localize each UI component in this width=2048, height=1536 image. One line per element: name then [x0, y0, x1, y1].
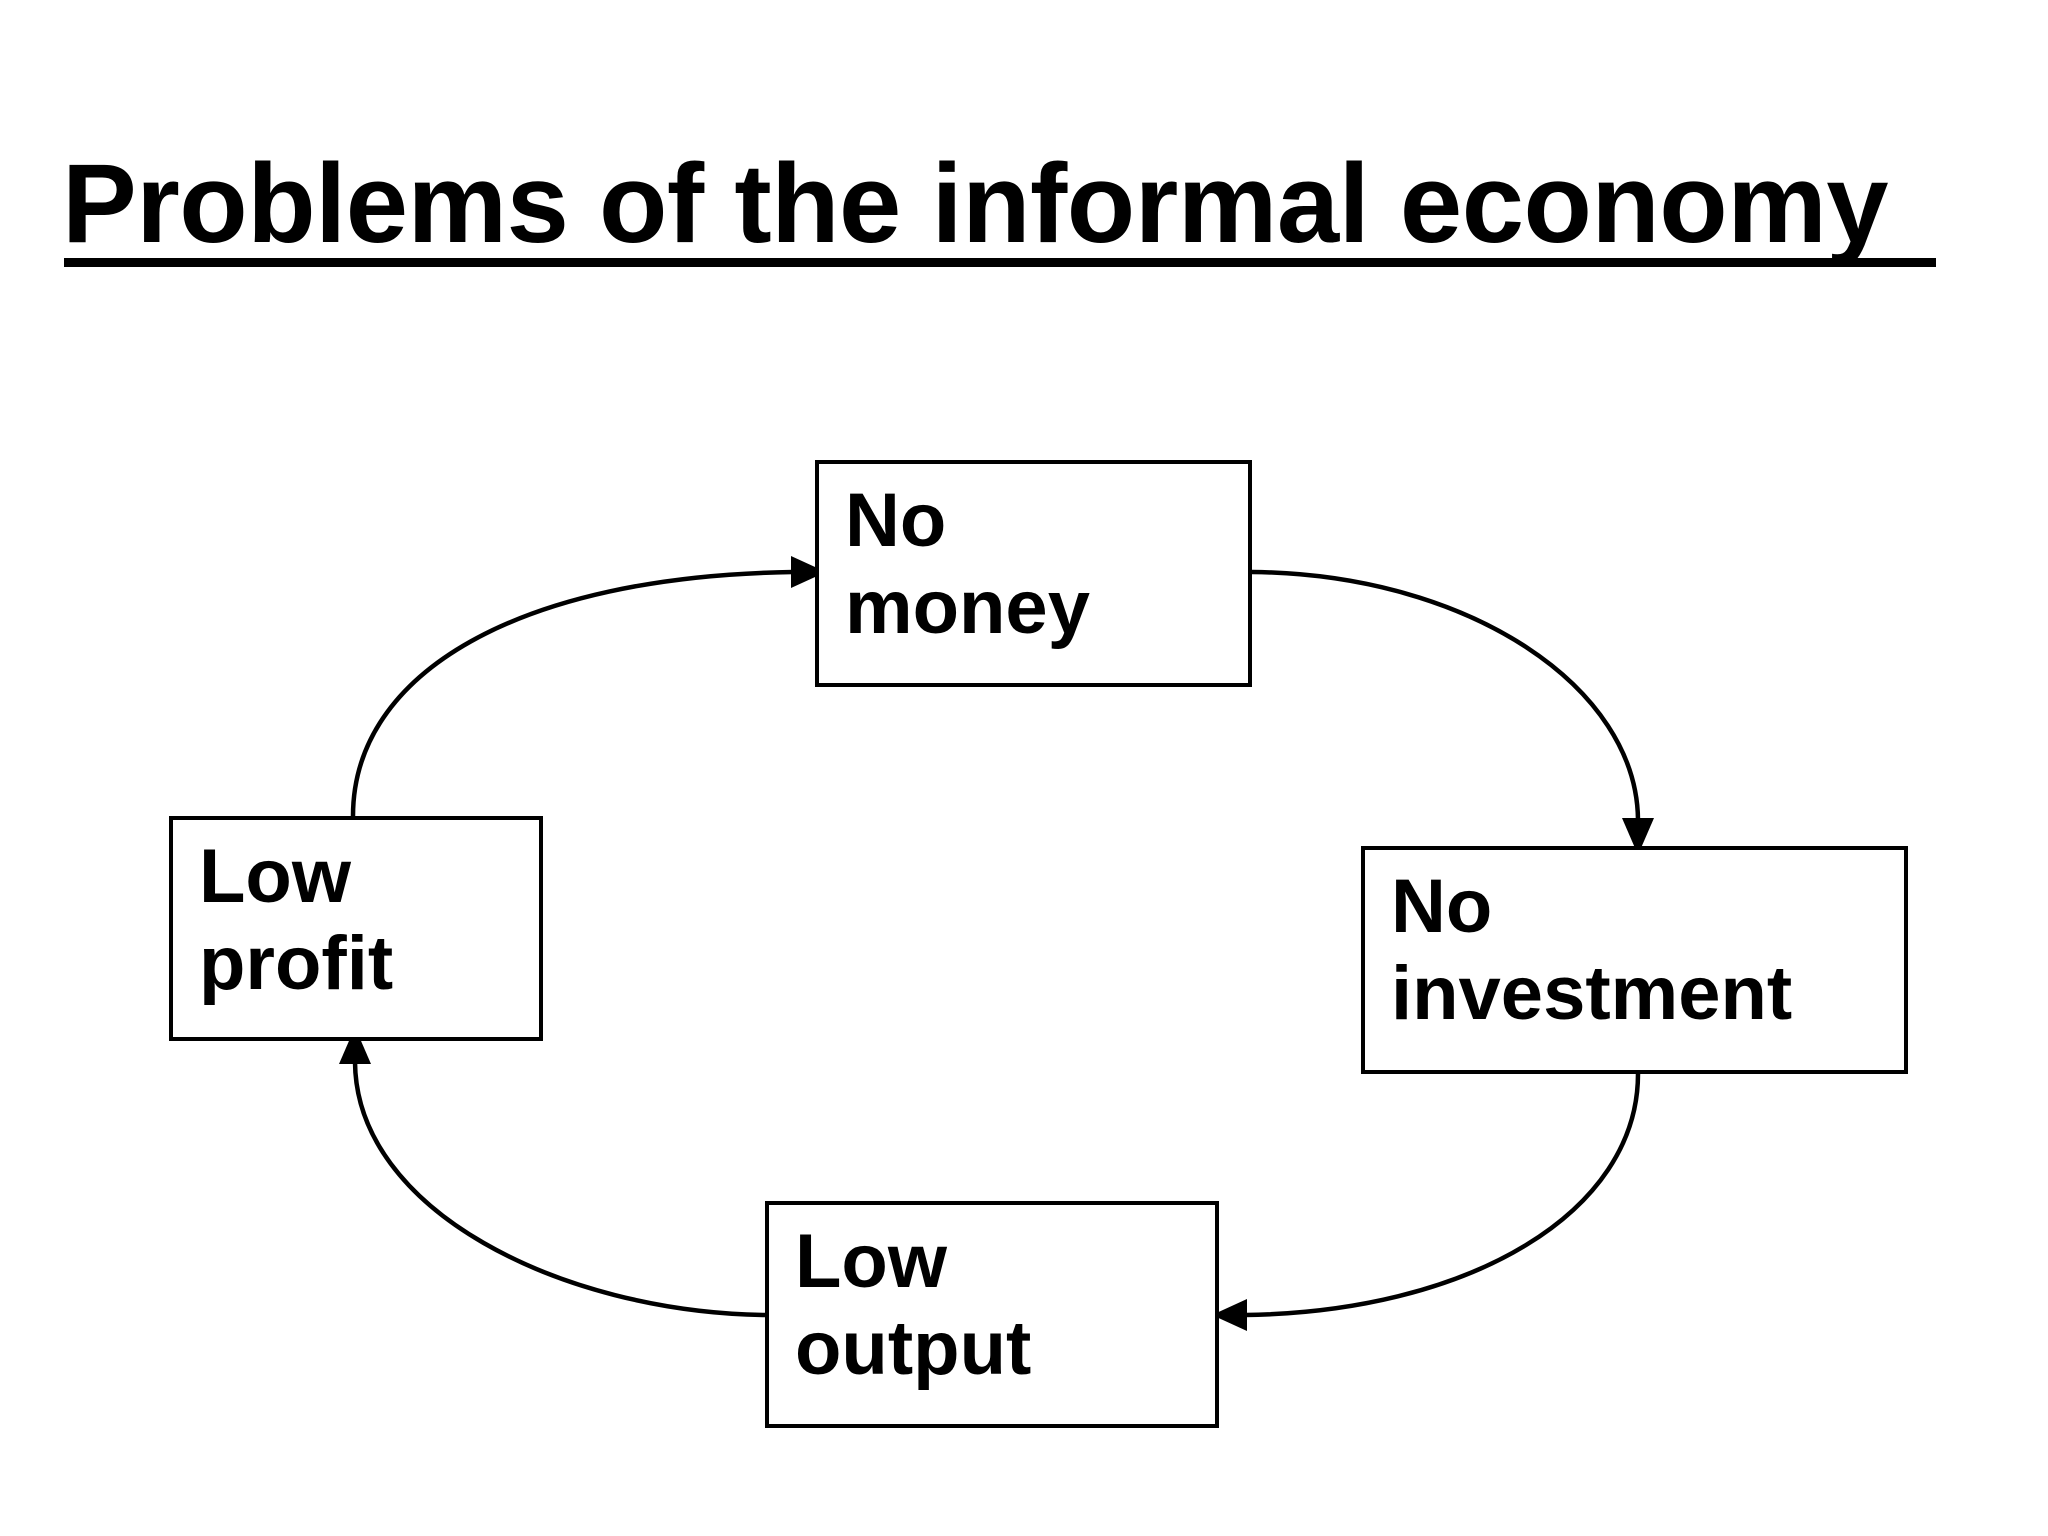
arrowhead-icon — [791, 556, 826, 588]
page-title: Problems of the informal economy — [62, 141, 1889, 266]
node-low-profit[interactable]: Low profit — [169, 816, 543, 1041]
edge-low-output-to-low-profit — [339, 1027, 766, 1318]
arrowhead-icon — [1212, 1299, 1247, 1331]
arrowhead-icon — [339, 1027, 371, 1064]
edge-low-profit-to-no-money — [350, 556, 826, 817]
arrowhead-icon — [1622, 818, 1654, 855]
title-underline — [64, 258, 1936, 267]
edge-no-money-to-no-investment — [1251, 569, 1654, 855]
node-no-money[interactable]: No money — [815, 460, 1252, 687]
node-no-investment[interactable]: No investment — [1361, 846, 1908, 1074]
edge-no-investment-to-low-output — [1212, 1073, 1641, 1331]
node-low-output[interactable]: Low output — [765, 1201, 1219, 1428]
